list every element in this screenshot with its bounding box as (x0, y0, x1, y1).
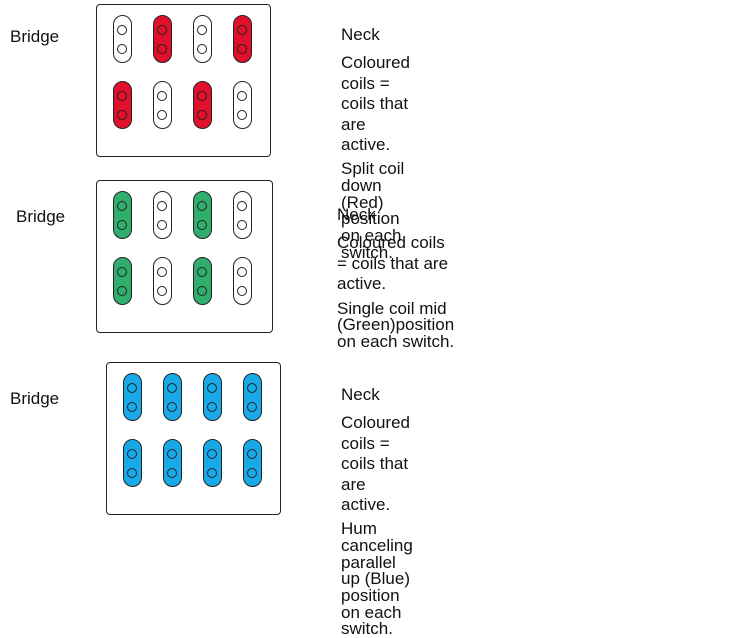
active-coil (113, 81, 132, 129)
active-coil (123, 373, 142, 421)
pole-piece-icon (247, 383, 257, 393)
pole-piece-icon (167, 402, 177, 412)
description-line: Single coil mid (Green)position (337, 298, 455, 335)
description-line: on each switch. (341, 225, 402, 262)
pole-piece-icon (167, 449, 177, 459)
pole-piece-icon (197, 25, 207, 35)
pole-piece-icon (157, 91, 167, 101)
pole-piece-icon (127, 383, 137, 393)
pole-piece-icon (237, 201, 247, 211)
pole-piece-icon (197, 110, 207, 120)
pole-piece-icon (197, 201, 207, 211)
description-line: Hum canceling parallel up (Blue) positio… (341, 519, 413, 605)
pole-piece-icon (117, 267, 127, 277)
legend-text: Coloured coils = coils that are active. (337, 233, 449, 294)
description-line: on each switch. (337, 331, 455, 351)
pole-piece-icon (157, 220, 167, 230)
pole-piece-icon (207, 468, 217, 478)
pole-piece-icon (237, 110, 247, 120)
pole-piece-icon (127, 402, 137, 412)
pole-piece-icon (207, 383, 217, 393)
active-coil (163, 373, 182, 421)
pole-piece-icon (167, 468, 177, 478)
active-coil (203, 439, 222, 487)
pole-piece-icon (237, 91, 247, 101)
inactive-coil (153, 257, 172, 305)
neck-label: Neck (341, 25, 380, 44)
pole-piece-icon (197, 286, 207, 296)
pole-piece-icon (157, 110, 167, 120)
pole-piece-icon (157, 25, 167, 35)
pole-piece-icon (237, 286, 247, 296)
neck-label: Neck (337, 205, 376, 224)
pole-piece-icon (127, 468, 137, 478)
pole-piece-icon (167, 383, 177, 393)
pole-piece-icon (197, 220, 207, 230)
active-coil (113, 257, 132, 305)
inactive-coil (153, 191, 172, 239)
pole-piece-icon (247, 449, 257, 459)
pole-piece-icon (127, 449, 137, 459)
pole-piece-icon (207, 449, 217, 459)
pole-piece-icon (237, 220, 247, 230)
pole-piece-icon (117, 91, 127, 101)
pole-piece-icon (117, 44, 127, 54)
bridge-label: Bridge (16, 207, 66, 226)
active-coil (113, 191, 132, 239)
active-coil (243, 439, 262, 487)
pole-piece-icon (117, 110, 127, 120)
pole-piece-icon (117, 25, 127, 35)
inactive-coil (233, 191, 252, 239)
pole-piece-icon (157, 44, 167, 54)
panel-text: Neck Coloured coils = coils that are act… (337, 205, 454, 351)
active-coil (193, 191, 212, 239)
pole-piece-icon (117, 220, 127, 230)
active-coil (193, 257, 212, 305)
active-coil (153, 15, 172, 63)
active-coil (193, 81, 212, 129)
pole-piece-icon (237, 25, 247, 35)
coil-board (96, 4, 271, 157)
legend-text: Coloured coils = coils that are active. (341, 53, 410, 154)
active-coil (163, 439, 182, 487)
pole-piece-icon (237, 267, 247, 277)
description-line: on each switch. (341, 602, 402, 638)
neck-label: Neck (341, 385, 380, 404)
coil-board (96, 180, 273, 333)
coil-board (106, 362, 281, 515)
inactive-coil (193, 15, 212, 63)
pole-piece-icon (117, 286, 127, 296)
description-line: Split coil down (Red) position (341, 159, 405, 229)
active-coil (233, 15, 252, 63)
pole-piece-icon (207, 402, 217, 412)
active-coil (243, 373, 262, 421)
pole-piece-icon (197, 44, 207, 54)
pole-piece-icon (157, 267, 167, 277)
active-coil (203, 373, 222, 421)
inactive-coil (233, 257, 252, 305)
pole-piece-icon (197, 91, 207, 101)
pole-piece-icon (117, 201, 127, 211)
pole-piece-icon (247, 402, 257, 412)
pole-piece-icon (197, 267, 207, 277)
pole-piece-icon (157, 286, 167, 296)
inactive-coil (113, 15, 132, 63)
inactive-coil (153, 81, 172, 129)
panel-text: Neck Coloured coils = coils that are act… (341, 385, 413, 638)
active-coil (123, 439, 142, 487)
bridge-label: Bridge (10, 27, 60, 46)
inactive-coil (233, 81, 252, 129)
pole-piece-icon (247, 468, 257, 478)
legend-text: Coloured coils = coils that are active. (341, 413, 410, 514)
pole-piece-icon (157, 201, 167, 211)
panel-text: Neck Coloured coils = coils that are act… (341, 25, 410, 261)
bridge-label: Bridge (10, 389, 60, 408)
pole-piece-icon (237, 44, 247, 54)
